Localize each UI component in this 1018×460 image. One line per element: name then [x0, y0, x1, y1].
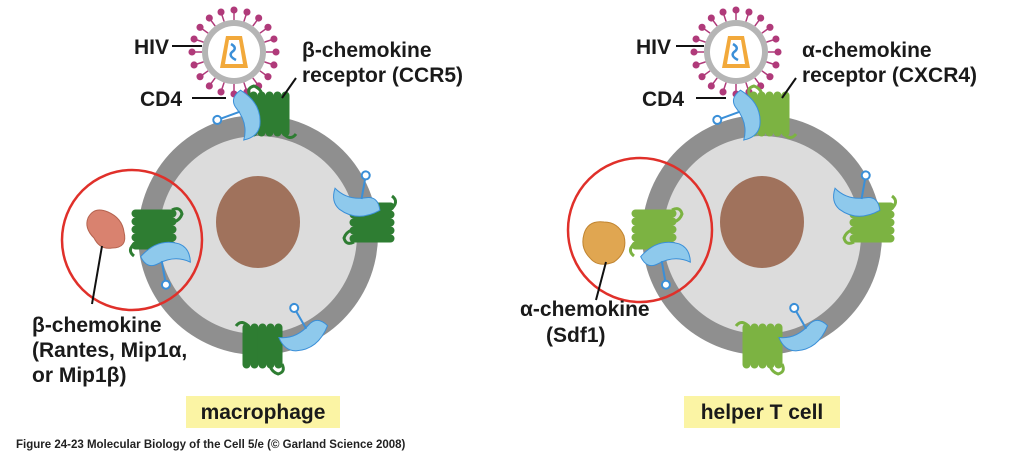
- hiv-spike-tip: [732, 6, 740, 14]
- highlight-circle-left: [60, 168, 204, 312]
- macrophage-nucleus: [216, 176, 300, 268]
- chemokine-label-left-line3: or Mip1β): [32, 364, 126, 387]
- right-panel: HIV CD4 α-chemokine receptor (CXCR4) α-c…: [520, 6, 977, 428]
- hiv-spike-tip: [205, 14, 213, 22]
- hiv-spike-tip: [270, 61, 278, 69]
- chemokine-label-left-line2: (Rantes, Mip1α,: [32, 339, 187, 362]
- receptor-leader-left: [281, 77, 297, 99]
- hiv-spike-tip: [264, 23, 272, 31]
- hiv-spike-tip: [692, 61, 700, 69]
- cd4-label-right: CD4: [642, 88, 684, 111]
- highlight-circle-right: [566, 156, 714, 304]
- hiv-spike-tip: [707, 82, 715, 90]
- hiv-spike-tip: [272, 48, 280, 56]
- cell-type-badge-right: [684, 396, 840, 428]
- hiv-spike-tip: [190, 35, 198, 43]
- hiv-spike-tip: [745, 8, 753, 16]
- hiv-spike-tip: [772, 61, 780, 69]
- beta-chemokine-blob: [86, 209, 126, 249]
- hiv-spike-tip: [190, 61, 198, 69]
- tcell-nucleus: [720, 176, 804, 268]
- cell-type-label-right: helper T cell: [701, 401, 824, 424]
- hiv-spike-tip: [719, 88, 727, 96]
- hiv-label-right: HIV: [636, 36, 671, 59]
- receptor-leader-right: [781, 77, 797, 99]
- hiv-spikes-right: [690, 6, 782, 98]
- hiv-spike-tip: [205, 82, 213, 90]
- hiv-spike-tip: [766, 23, 774, 31]
- cell-type-label-left: macrophage: [201, 401, 326, 424]
- hiv-spike-tip: [707, 14, 715, 22]
- figure-caption: Figure 24-23 Molecular Biology of the Ce…: [16, 439, 406, 451]
- hiv-spike-tip: [188, 48, 196, 56]
- hiv-spike-tip: [692, 35, 700, 43]
- hiv-spike-tip: [196, 73, 204, 81]
- hiv-spike-tip: [270, 35, 278, 43]
- hiv-spike-tip: [243, 8, 251, 16]
- chemokine-leader-right: [595, 261, 607, 301]
- chemokine-label-right-line1: α-chemokine: [520, 298, 650, 321]
- chemokine-leader-left: [91, 245, 103, 305]
- receptor-label-right-line1: α-chemokine: [802, 39, 932, 62]
- cd4-label-left: CD4: [140, 88, 182, 111]
- cell-type-badge-left: [186, 396, 340, 428]
- hiv-spike-tip: [196, 23, 204, 31]
- chemokine-label-left-line1: β-chemokine: [32, 314, 162, 337]
- ccr5-receptor-bottom: [234, 320, 285, 376]
- hiv-spike-tip: [690, 48, 698, 56]
- hiv-spikes-left: [188, 6, 280, 98]
- alpha-chemokine-blob: [582, 221, 626, 265]
- hiv-spike-tip: [698, 73, 706, 81]
- hiv-particle-right: [690, 6, 782, 98]
- hiv-particle-left: [188, 6, 280, 98]
- chemokine-label-right-line2: (Sdf1): [546, 324, 606, 347]
- hiv-spike-tip: [217, 88, 225, 96]
- hiv-spike-tip: [719, 8, 727, 16]
- receptor-label-left-line2: receptor (CCR5): [302, 64, 463, 87]
- hiv-spike-tip: [230, 6, 238, 14]
- hiv-spike-tip: [766, 73, 774, 81]
- hiv-spike-tip: [217, 8, 225, 16]
- hiv-spike-tip: [698, 23, 706, 31]
- receptor-label-left-line1: β-chemokine: [302, 39, 432, 62]
- hiv-spike-tip: [757, 14, 765, 22]
- hiv-label-left: HIV: [134, 36, 169, 59]
- hiv-spike-tip: [264, 73, 272, 81]
- left-panel: HIV CD4 β-chemokine receptor (CCR5) β-ch…: [32, 6, 463, 428]
- hiv-spike-tip: [255, 14, 263, 22]
- hiv-spike-tip: [772, 35, 780, 43]
- cxcr4-receptor-bottom: [734, 320, 785, 376]
- hiv-spike-tip: [774, 48, 782, 56]
- receptor-label-right-line2: receptor (CXCR4): [802, 64, 977, 87]
